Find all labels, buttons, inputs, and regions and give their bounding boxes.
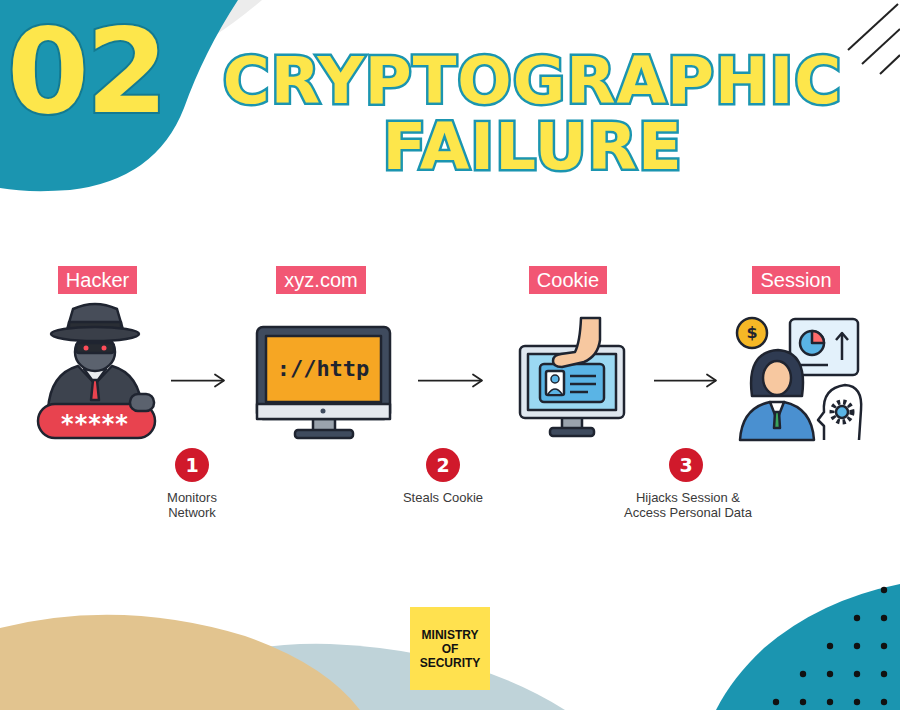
stage-node: Session [722, 266, 870, 445]
stage-node: xyz.com [230, 266, 412, 445]
arrow-line [654, 380, 716, 382]
section-number: 02 [0, 12, 174, 130]
stage-label: Cookie [529, 266, 607, 294]
arrow-head [707, 375, 716, 387]
brand-box: MINISTRY OF SECURITY [410, 607, 490, 690]
diagram-title: CRYPTOGRAPHIC FAILURE [200, 48, 865, 180]
website-monitor-icon [257, 327, 390, 438]
stage-label: xyz.com [276, 266, 365, 294]
brand-text: MINISTRY OF SECURITY [417, 628, 483, 670]
cookie-theft-icon [520, 318, 624, 436]
arrow-head [215, 375, 224, 387]
arrow-line [171, 380, 224, 382]
flow-arrow [171, 375, 224, 387]
flow-arrow [654, 375, 716, 387]
arrow-head [473, 375, 482, 387]
screen-text: ://http [267, 356, 379, 382]
callout-number: 2 [426, 448, 460, 482]
session-user-icon [737, 318, 861, 440]
step-caption: Monitors Network [151, 490, 233, 520]
flow-arrow [418, 375, 482, 387]
stage-label: Hacker [58, 266, 137, 294]
password-mask: ***** [45, 410, 145, 438]
callout-number: 3 [669, 448, 703, 482]
stage-node: Cookie [488, 266, 648, 445]
hacker-icon [38, 304, 155, 438]
step-caption: Hijacks Session & Access Personal Data [615, 490, 761, 520]
stage-label: Session [752, 266, 839, 294]
step-caption: Steals Cookie [383, 490, 503, 505]
arrow-line [418, 380, 482, 382]
coin-symbol: $ [740, 323, 764, 343]
callout-number: 1 [175, 448, 209, 482]
